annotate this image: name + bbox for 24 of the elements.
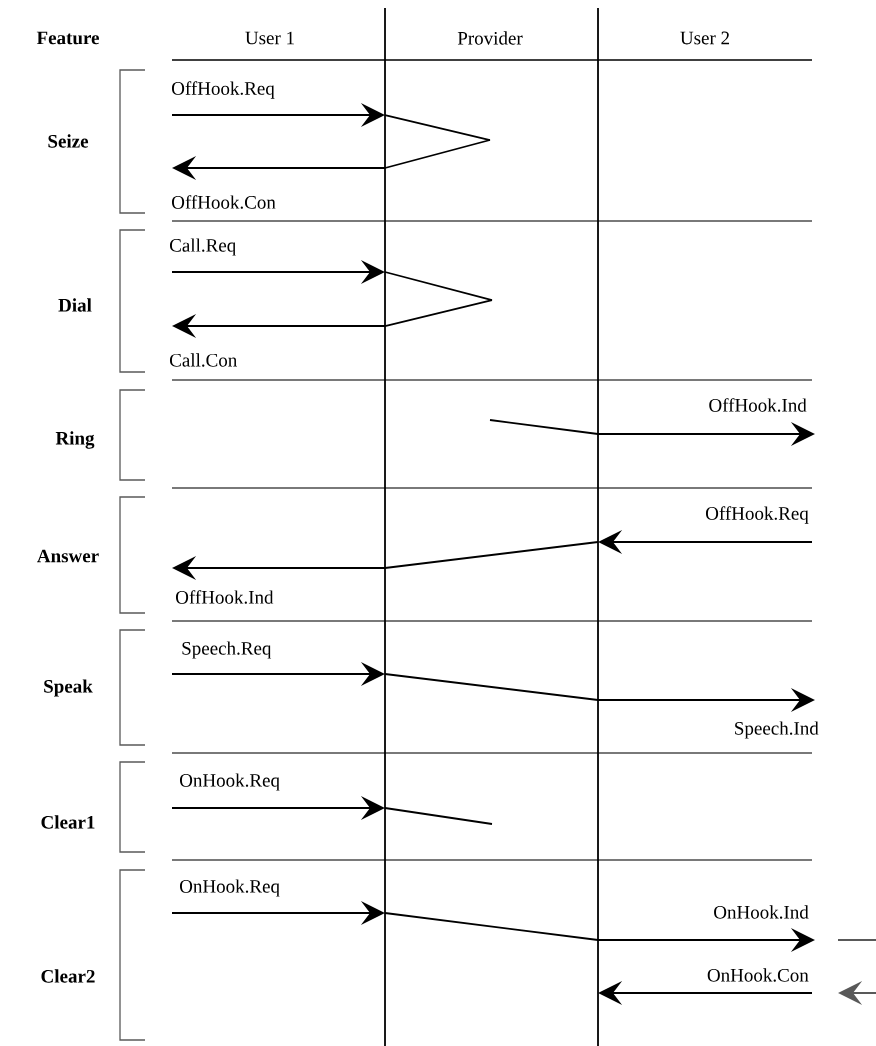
edge-label: Speech.Ind [735, 721, 819, 739]
feature-label: Clear1 [41, 815, 95, 829]
edge-label: OnHook.Req [180, 879, 280, 897]
edge-label: OnHook.Ind [714, 905, 809, 919]
column-header: User 2 [680, 31, 729, 45]
feature-label: Speak [44, 679, 93, 697]
edge-label: OnHook.Con [707, 968, 809, 982]
feature-heading: Feature [36, 31, 99, 45]
feature-label: Ring [55, 431, 95, 449]
column-header: User 1 [245, 31, 294, 45]
edge-label: OffHook.Con [172, 195, 276, 209]
feature-label: Answer [37, 549, 99, 563]
edge-label: OffHook.Req [172, 81, 275, 99]
feature-label: Seize [48, 134, 89, 148]
edge-label: OnHook.Req [180, 773, 280, 791]
edge-label: OffHook.Req [706, 506, 809, 524]
feature-label: Dial [58, 298, 92, 312]
edge-label: Call.Req [170, 238, 236, 256]
edge-label: Call.Con [170, 353, 237, 367]
feature-label: Clear2 [41, 969, 95, 983]
column-header: Provider [457, 31, 523, 45]
edge-label: Speech.Req [182, 641, 272, 659]
edge-label: OffHook.Ind [709, 398, 807, 412]
edge-label: OffHook.Ind [176, 590, 274, 604]
